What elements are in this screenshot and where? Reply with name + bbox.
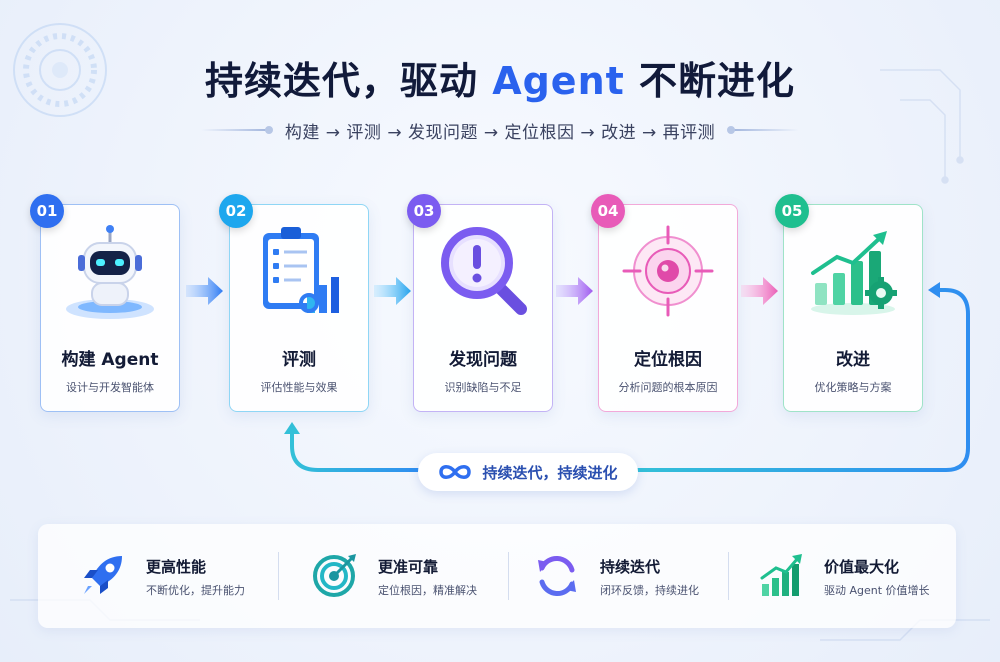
robot-icon [66,225,154,319]
divider [278,552,279,600]
step-title: 构建 Agent [61,350,159,370]
infinity-icon [439,465,472,479]
subtitle-right-ornament [727,126,800,134]
benefit-performance: 更高性能 不断优化，提升能力 [78,524,278,628]
refresh-icon [538,556,576,596]
benefit-iteration: 持续迭代 闭环反馈，持续进化 [532,524,732,628]
page-title: 持续迭代，驱动 Agent 不断进化 [204,59,796,103]
step-card-root-cause: 定位根因 分析问题的根本原因 [598,204,738,412]
benefit-title: 持续迭代 [600,558,661,576]
benefit-description: 不断优化，提升能力 [146,584,245,597]
bar-growth-icon [760,554,802,596]
step-card-build: 构建 Agent 设计与开发智能体 [40,204,180,412]
subtitle-left-ornament [200,126,273,134]
subtitle: 构建 → 评测 → 发现问题 → 定位根因 → 改进 → 再评测 [284,122,716,143]
subtitle-row: 构建 → 评测 → 发现问题 → 定位根因 → 改进 → 再评测 [0,118,1000,143]
benefit-value: 价值最大化 驱动 Agent 价值增长 [756,524,946,628]
growth-gear-icon [811,231,897,315]
step-description: 评估性能与效果 [260,381,338,394]
bullseye-icon [313,554,356,597]
loop-label-pill: 持续迭代，持续进化 [418,453,638,491]
step-title: 发现问题 [449,350,517,370]
divider [728,552,729,600]
step-number-badge: 01 [30,194,64,228]
step-description: 分析问题的根本原因 [618,381,718,394]
step-number-badge: 04 [591,194,625,228]
clipboard-chart-icon [263,227,339,313]
step-number-badge: 03 [407,194,441,228]
step-title: 评测 [282,350,316,370]
benefit-description: 驱动 Agent 价值增长 [824,584,930,597]
step-card-improve: 改进 优化策略与方案 [783,204,923,412]
step-number-badge: 05 [775,194,809,228]
flow-arrow-icon [374,277,411,305]
divider [508,552,509,600]
benefits-panel: 更高性能 不断优化，提升能力 更准可靠 定位根因，精准解决 持续迭代 闭环反馈，… [38,524,956,628]
benefit-title: 价值最大化 [824,558,900,576]
step-description: 优化策略与方案 [814,381,892,394]
benefit-description: 闭环反馈，持续进化 [600,584,699,597]
loop-label: 持续迭代，持续进化 [482,463,618,482]
step-description: 识别缺陷与不足 [444,381,522,394]
benefit-reliability: 更准可靠 定位根因，精准解决 [310,524,510,628]
rocket-icon [84,556,122,594]
magnifier-alert-icon [441,227,527,315]
flow-arrow-icon [741,277,778,305]
step-card-find-issues: 发现问题 识别缺陷与不足 [413,204,553,412]
target-icon [622,225,714,317]
step-title: 改进 [836,350,870,370]
benefit-title: 更准可靠 [378,558,439,576]
flow-arrow-icon [186,277,223,305]
step-card-evaluate: 评测 评估性能与效果 [229,204,369,412]
flow-arrow-icon [556,277,593,305]
step-number-badge: 02 [219,194,253,228]
benefit-description: 定位根因，精准解决 [378,584,477,597]
step-description: 设计与开发智能体 [66,381,154,394]
step-title: 定位根因 [634,350,702,370]
benefit-title: 更高性能 [146,558,207,576]
